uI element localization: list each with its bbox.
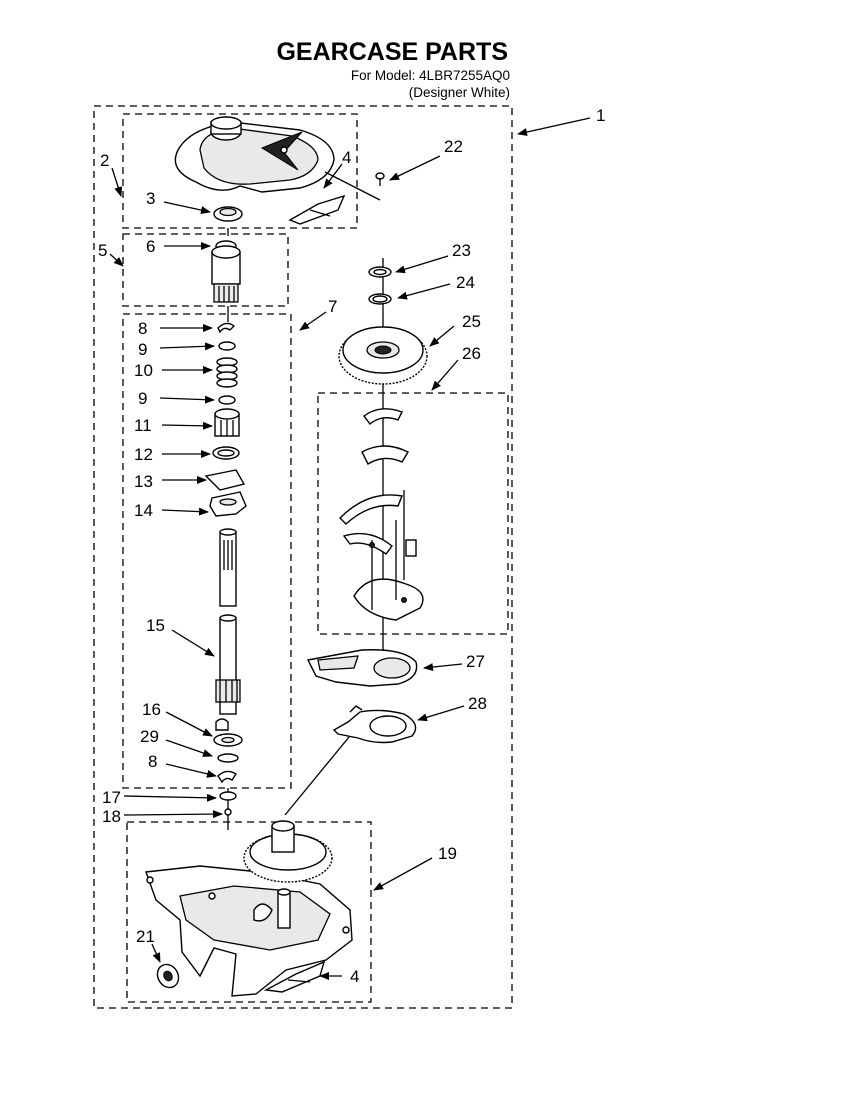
callout-26: 26 (462, 344, 481, 363)
model-color: (Designer White) (409, 85, 510, 100)
callout-9-second: 9 (138, 389, 147, 408)
callout-7: 7 (328, 297, 337, 316)
callout-13: 13 (134, 472, 153, 491)
lower-seal-part (156, 963, 180, 989)
callout-17: 17 (102, 788, 121, 807)
callout-4: 4 (342, 148, 351, 167)
callout-21: 21 (136, 927, 155, 946)
callout-22: 22 (444, 137, 463, 156)
shifter-assembly-part (339, 408, 424, 621)
callout-23: 23 (452, 241, 471, 260)
callout-27: 27 (466, 652, 485, 671)
model-number: For Model: 4LBR7255AQ0 (351, 68, 510, 83)
callout-11: 11 (134, 416, 152, 435)
callout-8: 8 (138, 319, 147, 338)
gearcase-cover-part (174, 116, 335, 193)
leader-lines (109, 117, 591, 980)
callout-19: 19 (438, 844, 457, 863)
callout-18: 18 (102, 807, 121, 826)
drive-gear-part (338, 326, 428, 385)
callout-10: 10 (134, 361, 153, 380)
callout-25: 25 (462, 312, 481, 331)
callout-24: 24 (456, 273, 475, 292)
callout-4-second: 4 (350, 967, 359, 986)
lower-shaft-small-parts (213, 718, 243, 816)
agitator-shaft-part (215, 528, 241, 715)
callout-9: 9 (138, 340, 147, 359)
callout-14: 14 (134, 501, 153, 520)
page-title: GEARCASE PARTS (276, 38, 508, 66)
grease-tube-part-lower (263, 960, 326, 993)
upper-rings-right (368, 266, 392, 305)
shaft-stack-parts (204, 322, 247, 517)
callout-16: 16 (142, 700, 161, 719)
pinion-part (211, 240, 241, 303)
callout-8-second: 8 (148, 752, 157, 771)
callout-5: 5 (98, 241, 107, 260)
callout-29: 29 (140, 727, 159, 746)
group-box-pinion (122, 233, 289, 307)
assembly-outline-box (93, 105, 513, 1009)
group-box-gearcase (126, 821, 372, 1003)
callout-3: 3 (146, 189, 155, 208)
seal-part (213, 206, 243, 222)
callout-6: 6 (146, 237, 155, 256)
shift-lever-part (306, 649, 418, 687)
grease-tube-part (288, 194, 346, 225)
callout-28: 28 (468, 694, 487, 713)
callout-15: 15 (146, 616, 165, 635)
group-box-cover (122, 113, 358, 229)
group-box-shaft (122, 313, 292, 789)
callout-12: 12 (134, 445, 153, 464)
callout-1: 1 (596, 106, 605, 125)
callout-2: 2 (100, 151, 109, 170)
screw-part (375, 172, 385, 186)
retainer-part (332, 705, 417, 744)
gearcase-housing-part (145, 820, 353, 997)
